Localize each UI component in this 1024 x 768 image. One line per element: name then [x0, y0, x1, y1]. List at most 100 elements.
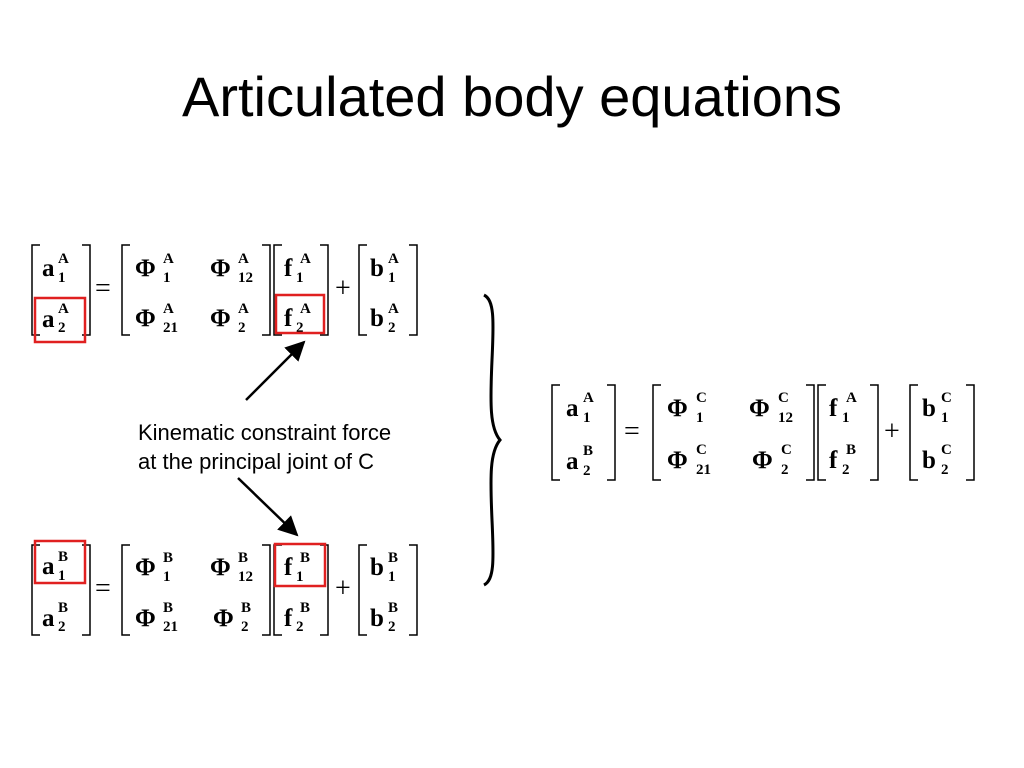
sub-2: 2 — [388, 619, 396, 635]
sup-C: C — [941, 390, 952, 406]
sup-C: C — [696, 442, 707, 458]
sym-b: b — [370, 605, 384, 632]
equation-a — [31, 244, 418, 336]
sub-21: 21 — [696, 462, 711, 478]
sym-phi: Φ — [749, 395, 770, 422]
sub-1: 1 — [163, 569, 171, 585]
highlight-box-a2A — [33, 296, 87, 344]
sub-21: 21 — [163, 320, 178, 336]
bracket-right — [262, 244, 271, 336]
sub-1: 1 — [388, 270, 396, 286]
sym-a: a — [566, 395, 579, 422]
sym-phi: Φ — [752, 447, 773, 474]
sup-A: A — [238, 301, 249, 317]
bracket-right — [966, 384, 975, 481]
sub-2: 2 — [58, 320, 66, 336]
sub-12: 12 — [778, 410, 793, 426]
sub-12: 12 — [238, 569, 253, 585]
sub-2: 2 — [388, 320, 396, 336]
sym-phi: Φ — [210, 255, 231, 282]
sup-B: B — [163, 550, 173, 566]
equation-c — [551, 384, 975, 481]
sym-a: a — [566, 448, 579, 475]
sym-phi: Φ — [213, 605, 234, 632]
sym-f: f — [284, 605, 293, 632]
bracket-right — [262, 544, 271, 636]
sup-B: B — [58, 549, 68, 565]
bracket-right — [320, 244, 329, 336]
sup-B: B — [300, 600, 310, 616]
sup-A: A — [300, 251, 311, 267]
sub-1: 1 — [296, 569, 304, 585]
bracket-left — [358, 244, 367, 336]
sup-A: A — [163, 251, 174, 267]
annotation-line-2: at the principal joint of C — [138, 449, 374, 474]
sub-2: 2 — [583, 463, 591, 479]
sup-B: B — [388, 600, 398, 616]
bracket-right — [870, 384, 879, 481]
sup-A: A — [58, 251, 69, 267]
curly-brace — [483, 293, 502, 587]
plus-sign: + — [884, 416, 900, 447]
sub-2: 2 — [238, 320, 246, 336]
sym-phi: Φ — [135, 255, 156, 282]
bracket-right — [607, 384, 616, 481]
bracket-left — [121, 244, 130, 336]
sym-b: b — [370, 554, 384, 581]
sup-B: B — [58, 600, 68, 616]
sym-a: a — [42, 553, 55, 580]
sub-2: 2 — [781, 462, 789, 478]
sup-C: C — [781, 442, 792, 458]
highlight-box-a1B — [33, 539, 87, 585]
sup-B: B — [238, 550, 248, 566]
sub-1: 1 — [58, 270, 66, 286]
equals-sign: = — [95, 573, 111, 604]
equals-sign: = — [624, 416, 640, 447]
sym-phi: Φ — [667, 447, 688, 474]
equals-sign: = — [95, 273, 111, 304]
sym-b: b — [370, 255, 384, 282]
arrow-to-f2A — [245, 340, 306, 401]
sup-B: B — [163, 600, 173, 616]
sup-A: A — [583, 390, 594, 406]
bracket-right — [409, 544, 418, 636]
sym-phi: Φ — [210, 305, 231, 332]
highlight-box-f1B — [273, 542, 327, 588]
bracket-left — [551, 384, 560, 481]
sym-f: f — [284, 255, 293, 282]
sup-A: A — [300, 301, 311, 317]
sym-f: f — [829, 395, 838, 422]
sup-B: B — [300, 550, 310, 566]
sup-A: A — [238, 251, 249, 267]
sym-a: a — [42, 306, 55, 333]
sub-2: 2 — [241, 619, 249, 635]
sup-C: C — [941, 442, 952, 458]
sym-b: b — [922, 447, 936, 474]
sub-12: 12 — [238, 270, 253, 286]
sub-1: 1 — [696, 410, 704, 426]
sub-21: 21 — [163, 619, 178, 635]
bracket-right — [409, 244, 418, 336]
sub-2: 2 — [842, 462, 850, 478]
sup-A: A — [58, 301, 69, 317]
sub-2: 2 — [296, 619, 304, 635]
sym-phi: Φ — [135, 554, 156, 581]
sym-f: f — [284, 305, 293, 332]
sup-A: A — [388, 251, 399, 267]
sub-1: 1 — [583, 410, 591, 426]
sub-2: 2 — [941, 462, 949, 478]
bracket-left — [121, 544, 130, 636]
sup-B: B — [241, 600, 251, 616]
annotation-line-1: Kinematic constraint force — [138, 420, 391, 445]
sub-1: 1 — [163, 270, 171, 286]
sup-A: A — [388, 301, 399, 317]
arrow-to-f1B — [237, 477, 299, 537]
bracket-right — [806, 384, 815, 481]
plus-sign: + — [335, 273, 351, 304]
sup-A: A — [163, 301, 174, 317]
sym-phi: Φ — [135, 305, 156, 332]
sub-1: 1 — [388, 569, 396, 585]
sym-phi: Φ — [667, 395, 688, 422]
